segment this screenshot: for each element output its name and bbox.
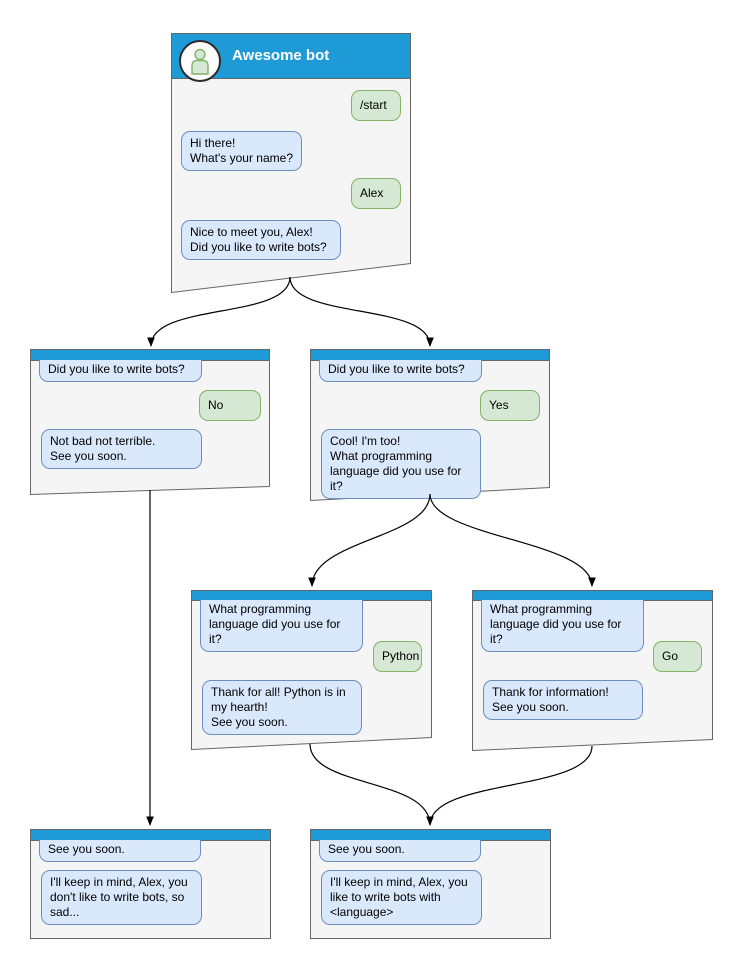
connector-go-to-end: [429, 745, 593, 826]
chat-window-end-no: See you soon. I'll keep in mind, Alex, y…: [30, 829, 271, 939]
bot-message-bubble: See you soon.: [39, 840, 201, 862]
user-message-bubble: Python: [373, 641, 422, 672]
chat-window-branch-python: What programming language did you use fo…: [191, 590, 432, 750]
user-message-bubble: /start: [351, 90, 401, 121]
bot-message-bubble: What programming language did you use fo…: [481, 600, 644, 652]
window-header-bar: [30, 829, 271, 841]
bot-message-bubble: Did you like to write bots?: [319, 360, 482, 382]
bot-message-bubble: Did you like to write bots?: [39, 360, 202, 382]
avatar: [179, 40, 221, 82]
connector-yes-to-python: [308, 493, 431, 587]
bot-message-bubble: Cool! I'm too! What programming language…: [321, 429, 481, 499]
window-title: Awesome bot: [232, 47, 330, 64]
chat-window-branch-go: What programming language did you use fo…: [472, 590, 713, 751]
bot-message-bubble: Thank for all! Python is in my hearth! S…: [202, 680, 362, 735]
bot-message-bubble: Hi there! What's your name?: [181, 131, 302, 171]
user-message-bubble: Yes: [480, 390, 540, 421]
window-header-bar: [472, 590, 713, 601]
bot-message-bubble: I'll keep in mind, Alex, you don't like …: [41, 870, 202, 925]
chat-window-end-yes: See you soon. I'll keep in mind, Alex, y…: [310, 829, 551, 939]
connector-yes-to-go: [429, 493, 596, 587]
user-message-bubble: No: [199, 390, 261, 421]
user-message-bubble: Alex: [351, 178, 401, 209]
bot-message-bubble: Thank for information! See you soon.: [483, 680, 643, 720]
bot-message-bubble: Nice to meet you, Alex! Did you like to …: [181, 220, 341, 260]
person-icon: [191, 48, 209, 75]
chat-window-branch-yes: Did you like to write bots? Yes Cool! I'…: [310, 349, 550, 501]
window-header-bar: [310, 349, 550, 361]
chat-window-main: Awesome bot /start Hi there! What's your…: [171, 33, 411, 293]
window-header-bar: [310, 829, 551, 841]
user-message-bubble: Go: [653, 641, 702, 672]
bot-message-bubble: See you soon.: [319, 840, 481, 862]
window-header-bar: [30, 349, 270, 361]
bot-message-bubble: What programming language did you use fo…: [200, 600, 363, 652]
chat-window-branch-no: Did you like to write bots? No Not bad n…: [30, 349, 270, 495]
bot-message-bubble: I'll keep in mind, Alex, you like to wri…: [321, 870, 482, 925]
connector-python-to-end: [309, 743, 434, 826]
window-header-bar: [191, 590, 432, 601]
bot-message-bubble: Not bad not terrible. See you soon.: [41, 429, 202, 469]
